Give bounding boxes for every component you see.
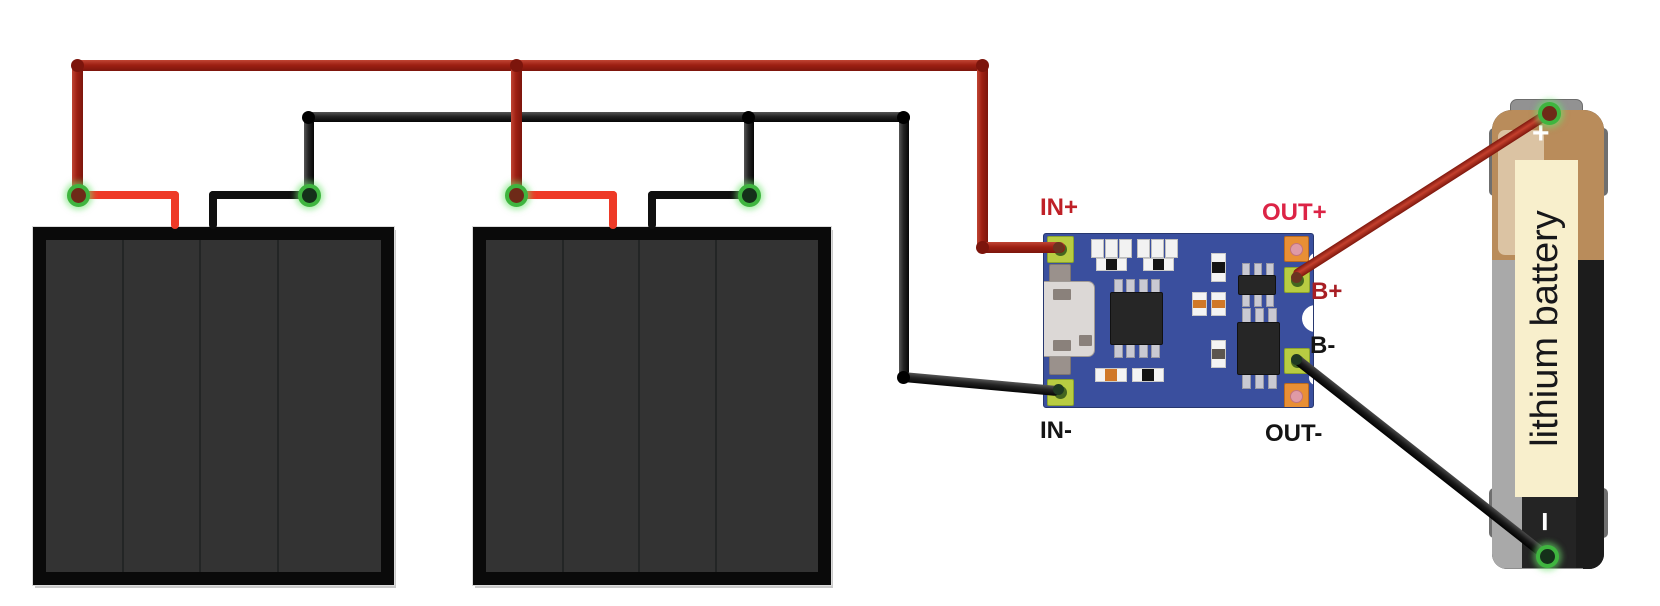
battery-label-strip [1515,160,1578,497]
smd-resistor [1192,292,1207,316]
smd-resistor [1096,258,1127,271]
panel-cell-divider [199,240,201,572]
smd-capacitors [1137,239,1178,258]
panel2-negative-lead-v [648,191,656,229]
wire-negative-drop [899,112,909,382]
wire-end-in-minus [1053,384,1064,395]
label-b-plus: B+ [1311,278,1343,305]
wire-end-b-minus [1291,354,1302,365]
junction-battery-positive [1538,102,1561,125]
wire-positive-riser-panel1 [72,60,83,201]
pad-out-plus [1284,236,1309,262]
module-pcb [1043,233,1314,408]
wire-negative-riser-panel1 [304,112,314,200]
wire-bend [71,59,84,72]
panel2-negative-lead-h [648,191,752,199]
usb-contact [1053,289,1071,300]
label-in-plus: IN+ [1040,194,1079,221]
solar-panel-1 [33,227,394,585]
battery-minus-symbol: − [1525,511,1564,532]
panel1-positive-lead-h [78,191,179,199]
junction-battery-negative [1536,545,1559,568]
panel1-negative-lead-v [209,191,217,229]
board-notch [1309,371,1313,385]
wire-bend [897,371,910,384]
smd-resistor [1211,292,1226,316]
usb-solder-tab [1049,355,1071,375]
lithium-battery: lithium battery + − [1488,97,1612,577]
panel-cell-divider [638,240,640,572]
charging-module [1043,233,1314,408]
board-notch [1302,305,1313,332]
wire-bend [742,111,755,124]
battery-label: lithium battery [1524,210,1566,447]
panel1-negative-lead-h [209,191,312,199]
wire-end-in-plus [1053,242,1064,253]
battery-black-side [1576,260,1604,569]
panel-cell-divider [715,240,717,572]
panel-cell-divider [122,240,124,572]
wire-negative-bus [304,112,910,122]
junction-panel1-positive [67,184,90,207]
panel-cell-divider [562,240,564,572]
wire-bend [976,59,989,72]
junction-panel2-negative [738,184,761,207]
label-in-minus: IN- [1040,417,1072,444]
pad-out-minus [1284,383,1309,407]
wire-negative-riser-panel2 [744,112,754,200]
junction-panel2-positive [505,184,528,207]
charge-controller-ic [1110,292,1163,345]
label-out-plus: OUT+ [1262,199,1327,226]
mosfet-ic [1237,322,1280,375]
smd-resistor [1143,258,1174,271]
usb-contact [1053,340,1071,351]
wire-bend [976,241,989,254]
smd-capacitor [1211,253,1226,282]
wire-negative-to-in-minus [902,372,1060,397]
wire-positive-riser-panel2 [511,60,522,201]
panel2-positive-lead-v [609,191,617,229]
wire-end-b-plus [1291,272,1302,283]
panel2-positive-lead-h [516,191,617,199]
panel-cell-divider [277,240,279,572]
battery-negative-terminal [1505,568,1583,569]
junction-panel1-negative [298,184,321,207]
solar-panel-2 [473,227,831,585]
wire-bend [510,59,523,72]
wire-bend [897,111,910,124]
smd-resistor [1132,368,1164,382]
smd-resistor [1095,368,1127,382]
wire-bend [302,111,315,124]
panel1-positive-lead-v [171,191,179,229]
wire-positive-drop [977,60,988,253]
wire-positive-bus [72,60,988,71]
wire-positive-to-in-plus [977,242,1065,253]
usb-contact [1079,335,1092,346]
label-b-minus: B- [1310,332,1336,359]
smd-capacitor [1211,340,1226,368]
smd-capacitors [1091,239,1132,258]
label-out-minus: OUT- [1265,420,1323,447]
protection-ic [1238,275,1276,295]
